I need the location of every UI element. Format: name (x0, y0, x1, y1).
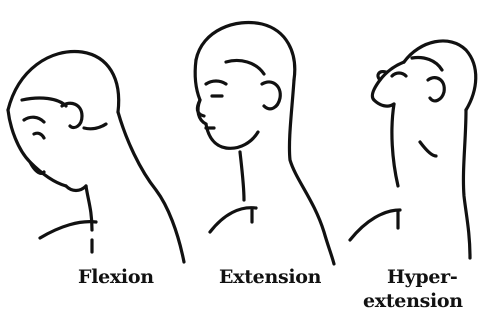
flexion-figure (8, 52, 184, 262)
hyperextension-label-line2: extension (363, 290, 463, 312)
hyperextension-label-line1: Hyper- (387, 266, 457, 288)
extension-figure (195, 23, 334, 265)
flexion-label: Flexion (78, 266, 154, 288)
extension-label: Extension (219, 266, 321, 288)
hyperextension-figure (350, 41, 476, 258)
